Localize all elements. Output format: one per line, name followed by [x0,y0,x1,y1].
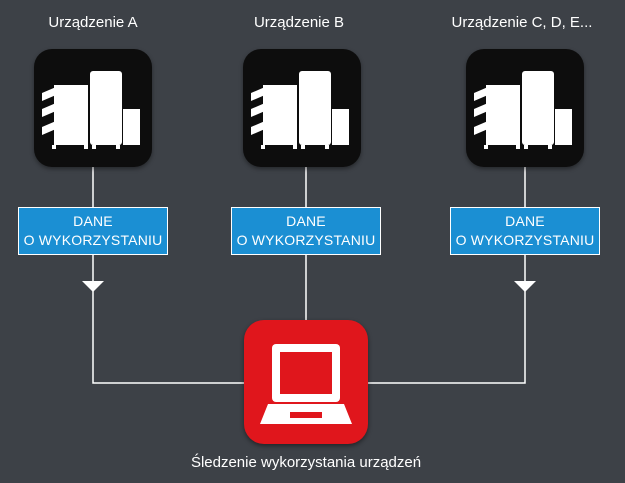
connector-c-bottom [368,255,526,384]
usage-data-box-line1: DANE [73,213,113,229]
usage-data-box-line2: O WYKORZYSTANIU [236,232,376,248]
tracker-label: Śledzenie wykorzystania urządzeń [190,454,422,471]
device-b-label: Urządzenie B [253,14,345,31]
arrow-down-icon [514,281,536,292]
printer-icon [466,49,584,167]
printer-icon [34,49,152,167]
device-c-label: Urządzenie C, D, E... [451,14,593,31]
connector-a-bottom [92,255,244,384]
usage-data-box-line2: O WYKORZYSTANIU [455,232,595,248]
laptop-icon [244,320,368,444]
printer-icon [243,49,361,167]
device-a-label: Urządzenie A [48,14,138,31]
usage-data-box-b: DANE O WYKORZYSTANIU [231,207,381,255]
usage-data-box-a: DANE O WYKORZYSTANIU [18,207,168,255]
usage-data-box-line1: DANE [286,213,326,229]
arrow-down-icon [82,281,104,292]
usage-data-box-line1: DANE [505,213,545,229]
usage-data-box-line2: O WYKORZYSTANIU [23,232,163,248]
usage-data-box-c: DANE O WYKORZYSTANIU [450,207,600,255]
